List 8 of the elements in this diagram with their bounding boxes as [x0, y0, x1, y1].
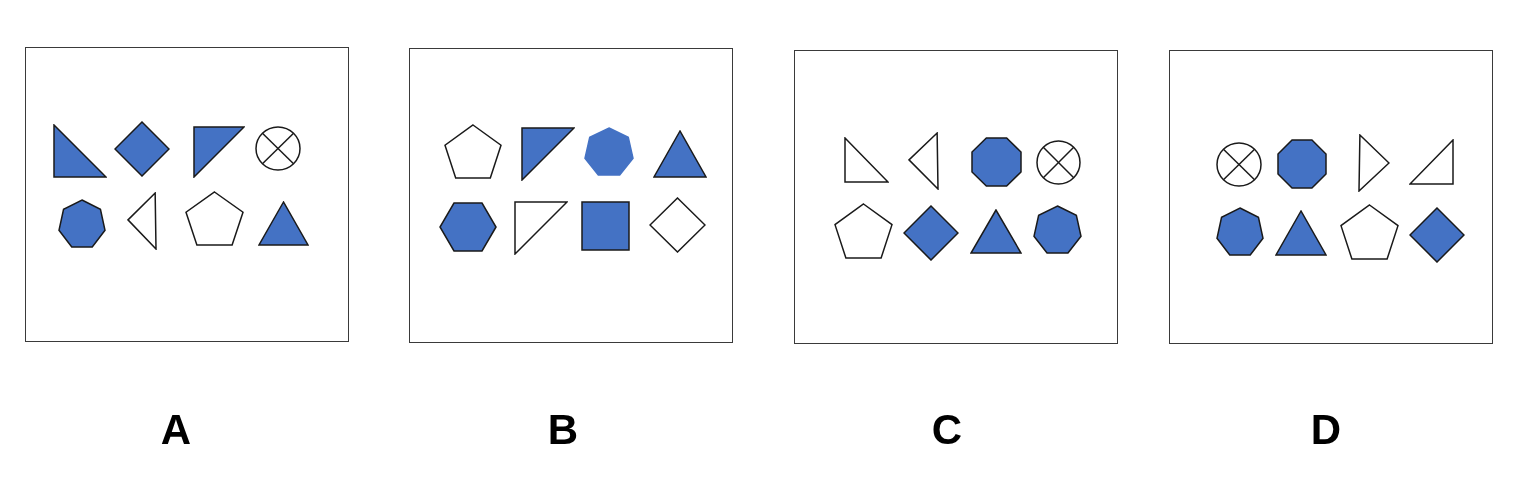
option-panel — [25, 47, 349, 342]
option-letter: B — [546, 409, 580, 451]
option-panel — [409, 48, 733, 343]
option-letter: C — [930, 409, 964, 451]
option-panel — [1169, 50, 1493, 344]
option-letter: A — [159, 409, 193, 451]
option-panel — [794, 50, 1118, 344]
option-letter: D — [1309, 409, 1343, 451]
